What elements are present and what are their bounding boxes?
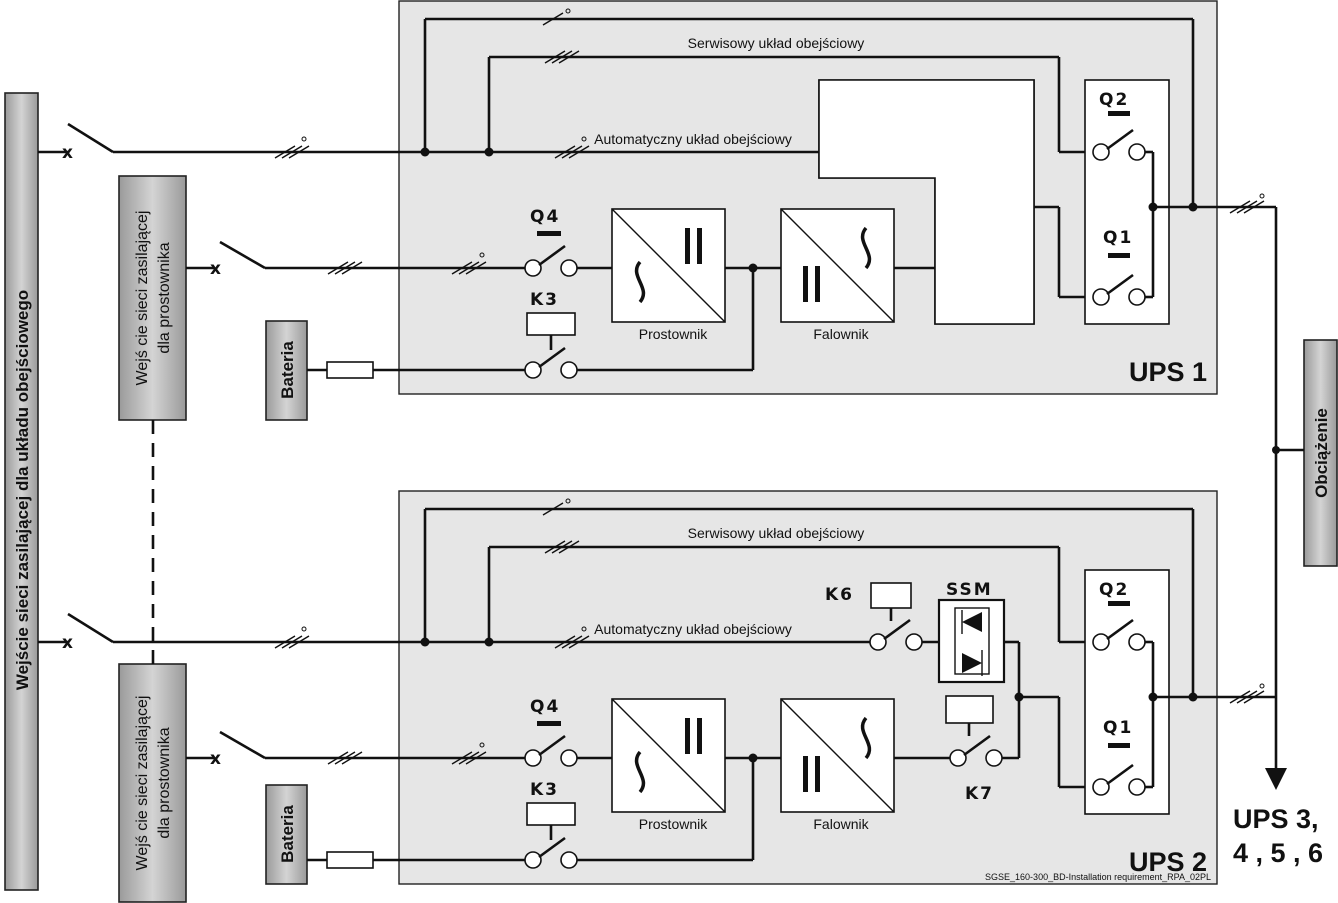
auto-bypass-label: Automatyczny układ obejściowy	[594, 621, 792, 637]
rectifier-input-bar-1: Wejś cie sieci zasilającej dla prostowni…	[118, 175, 187, 421]
k3-label: K3	[530, 780, 559, 800]
contact-terminal	[560, 851, 578, 869]
inverter-label: Falownik	[813, 816, 869, 832]
output-bus	[1265, 207, 1304, 790]
rectifier-input-line2: dla prostownika	[156, 242, 173, 353]
k7-switch	[949, 734, 1003, 767]
q2-switch	[1092, 128, 1146, 161]
q1-switch	[1092, 273, 1146, 306]
battery-label: Bateria	[278, 341, 297, 399]
main-input-label: Wejście sieci zasilającej dla układu obe…	[13, 290, 32, 690]
contact-terminal	[869, 633, 887, 651]
contact-terminal	[1128, 778, 1146, 796]
contact-terminal	[1092, 778, 1110, 796]
contact-terminal	[1092, 288, 1110, 306]
k7-label: K7	[965, 784, 994, 804]
ssm-label: SSM	[946, 580, 993, 600]
breaker-x: x	[210, 749, 223, 769]
footer-reference: SGSE_160-300_BD-Installation requirement…	[985, 872, 1211, 882]
contact-terminal	[1092, 633, 1110, 651]
contact-terminal	[524, 749, 542, 767]
k3-label: K3	[530, 290, 559, 310]
contact-terminal	[949, 749, 967, 767]
service-bypass-label: Serwisowy układ obejściowy	[688, 525, 865, 541]
q1-label: Q1	[1103, 228, 1133, 248]
three-phase-mark	[542, 502, 564, 516]
k6-coil	[870, 582, 912, 609]
q4-switch	[524, 244, 578, 277]
more-ups-line2: 4 , 5 , 6	[1233, 838, 1323, 868]
q1-label: Q1	[1103, 718, 1133, 738]
contact-terminal	[1092, 143, 1110, 161]
three-phase-mark	[542, 12, 564, 26]
service-bypass-label: Serwisowy układ obejściowy	[688, 35, 865, 51]
ups-label: UPS 2	[1129, 847, 1207, 877]
three-phase-mark	[327, 261, 363, 275]
contact-terminal	[560, 259, 578, 277]
contact-terminal	[1128, 143, 1146, 161]
contact-terminal	[905, 633, 923, 651]
q4-label: Q4	[530, 207, 560, 227]
three-phase-mark	[1229, 690, 1265, 704]
q4-label: Q4	[530, 697, 560, 717]
rectifier-input-line1: Wejś cie sieci zasilającej	[134, 211, 151, 386]
q2-label: Q2	[1099, 580, 1129, 600]
three-phase-mark	[327, 751, 363, 765]
rectifier-input-line1: Wejś cie sieci zasilającej	[134, 696, 151, 871]
three-phase-mark	[1229, 200, 1265, 214]
junction-node	[1188, 202, 1198, 212]
three-phase-mark	[554, 145, 590, 159]
ssm-thyristor	[937, 598, 1006, 684]
k6-label: K6	[825, 585, 854, 605]
breaker-x: x	[62, 633, 75, 653]
q2-label: Q2	[1099, 90, 1129, 110]
more-ups-line1: UPS 3,	[1233, 804, 1319, 834]
output-breaker-box	[1084, 79, 1170, 325]
breaker-x: x	[62, 143, 75, 163]
rectifier-input-line2: dla prostownika	[156, 727, 173, 838]
contact-terminal	[1128, 633, 1146, 651]
battery-fuse	[326, 851, 374, 869]
rectifier-label: Prostownik	[639, 326, 708, 342]
battery-fuse	[326, 361, 374, 379]
load-label: Obciążenie	[1312, 408, 1331, 498]
three-phase-mark	[274, 145, 310, 159]
battery-1: Bateria	[265, 320, 308, 421]
contact-terminal	[560, 749, 578, 767]
three-phase-mark	[451, 751, 487, 765]
rectifier-input-bar-2: Wejś cie sieci zasilającej dla prostowni…	[118, 663, 187, 903]
three-phase-mark	[544, 50, 580, 64]
k7-coil	[945, 695, 994, 724]
output-breaker-box	[1084, 569, 1170, 815]
k3-coil	[526, 312, 576, 336]
q4-switch	[524, 734, 578, 767]
static-switch-module-box	[818, 79, 1035, 325]
contact-terminal	[560, 361, 578, 379]
battery-2: Bateria	[265, 784, 308, 885]
k3-coil	[526, 802, 576, 826]
contact-terminal	[524, 851, 542, 869]
contact-terminal	[524, 361, 542, 379]
main-input-bar: Wejście sieci zasilającej dla układu obe…	[4, 92, 39, 891]
load-bar: Obciążenie	[1303, 339, 1338, 567]
battery-label: Bateria	[278, 805, 297, 863]
auto-bypass-label: Automatyczny układ obejściowy	[594, 131, 792, 147]
contact-terminal	[524, 259, 542, 277]
breaker-x: x	[210, 259, 223, 279]
contact-terminal	[1128, 288, 1146, 306]
junction-node	[1188, 692, 1198, 702]
three-phase-mark	[451, 261, 487, 275]
three-phase-mark	[544, 540, 580, 554]
three-phase-mark	[554, 635, 590, 649]
contact-terminal	[985, 749, 1003, 767]
ups-unit-1: x Serwisowy układ obejściowyAutomatyczny …	[38, 0, 1276, 395]
q2-switch	[1092, 618, 1146, 651]
ups-label: UPS 1	[1129, 357, 1207, 387]
three-phase-mark	[274, 635, 310, 649]
rectifier-label: Prostownik	[639, 816, 708, 832]
inverter-label: Falownik	[813, 326, 869, 342]
